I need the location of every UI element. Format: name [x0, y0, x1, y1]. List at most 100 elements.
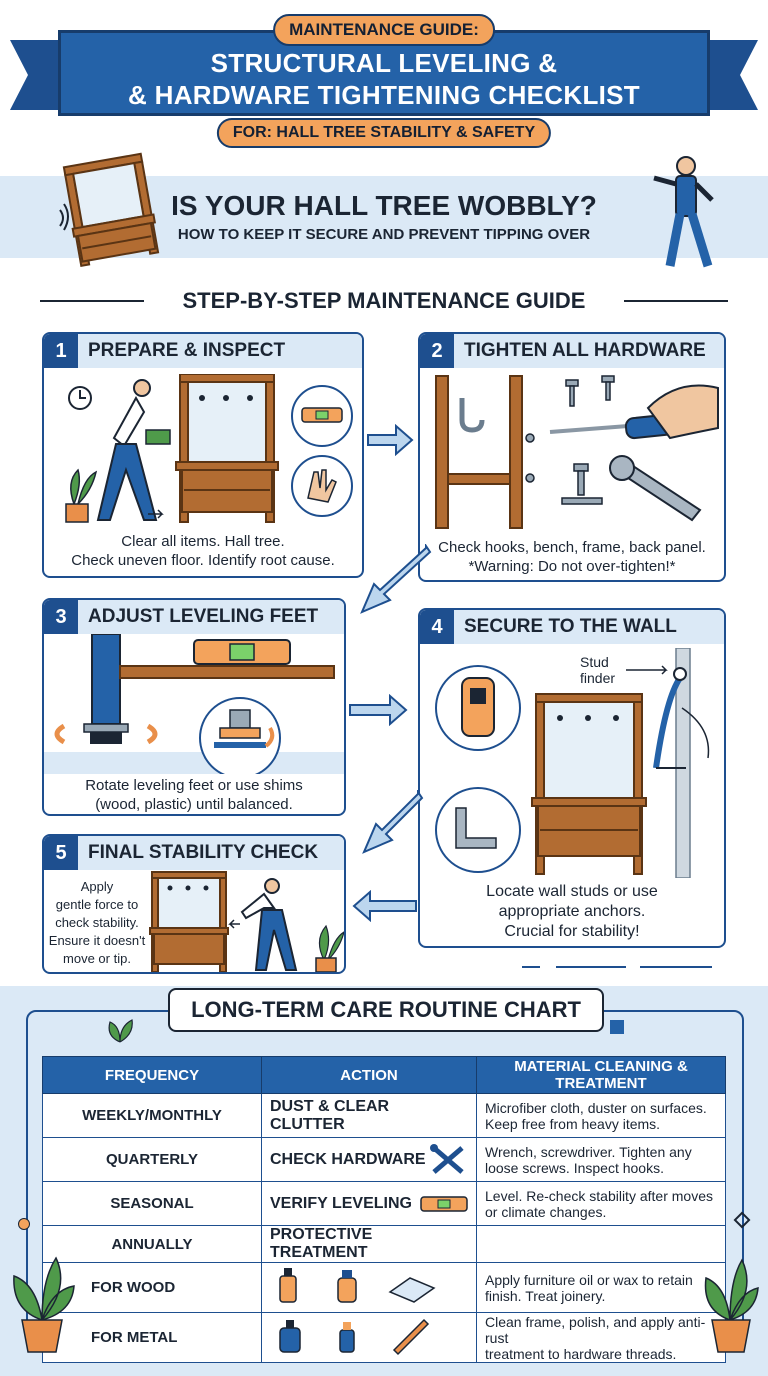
stability-check-illustration — [149, 871, 344, 972]
step-2-caption-line-1: Check hooks, bench, frame, back panel. — [438, 539, 706, 556]
wobbly-hall-tree-icon — [59, 152, 160, 267]
anchor-strap-icon — [653, 676, 683, 769]
title-line-1: STRUCTURAL LEVELING & — [210, 48, 558, 78]
row-4-action: PROTECTIVE TREATMENT — [261, 1225, 477, 1263]
step-3-caption-line-2: (wood, plastic) until balanced. — [95, 796, 293, 813]
row-1-treatment-line-1: Microfiber cloth, duster on surfaces. — [485, 1099, 707, 1116]
divider-left — [40, 300, 144, 302]
decor-dot — [18, 1218, 30, 1230]
row-3-treatment-line-1: Level. Re-check stability after moves — [485, 1187, 713, 1204]
row-1-frequency: WEEKLY/MONTHLY — [42, 1093, 262, 1138]
stud-finder-icon — [461, 677, 495, 737]
step-5-caption-line-3: check stability. — [55, 915, 139, 930]
step-5-title: FINAL STABILITY CHECK — [88, 842, 319, 863]
row-2-treatment-line-2: loose screws. Inspect hooks. — [485, 1159, 664, 1176]
row-5-icons — [261, 1262, 477, 1313]
flow-arrow-left — [352, 890, 417, 922]
row-5-treatment: Apply furniture oil or wax to retain fin… — [476, 1262, 726, 1313]
level-icon — [420, 1196, 468, 1212]
step-5-caption-line-5: move or tip. — [63, 951, 131, 966]
care-chart-title: LONG-TERM CARE ROUTINE CHART — [168, 988, 604, 1032]
step-3-header — [44, 600, 344, 634]
hook-icon — [459, 398, 485, 433]
step-4-caption-line-2: appropriate anchors. — [498, 903, 646, 920]
wall-anchor-illustration — [435, 648, 710, 878]
row-2-frequency: QUARTERLY — [42, 1137, 262, 1182]
flow-arrow-right-2 — [349, 694, 408, 726]
row-5-treatment-line-2: finish. Treat joinery. — [485, 1287, 606, 1304]
step-4-header — [420, 610, 724, 644]
prepare-inspect-illustration — [65, 374, 353, 523]
step-card-4: 4 SECURE TO THE WALL Stud finder Locate … — [418, 608, 726, 948]
step-1-title: PREPARE & INSPECT — [88, 340, 286, 361]
banner-subhead: HOW TO KEEP IT SECURE AND PREVENT TIPPIN… — [177, 226, 591, 243]
step-2-title: TIGHTEN ALL HARDWARE — [464, 340, 706, 361]
metal-care-products-icon — [279, 1318, 430, 1356]
stud-finder-label-line-1: Stud — [580, 654, 609, 670]
step-5-caption: Apply gentle force to check stability. E… — [48, 878, 146, 968]
row-4-frequency: ANNUALLY — [42, 1225, 262, 1263]
table-row: WEEKLY/MONTHLY DUST & CLEAR CLUTTER Micr… — [42, 1093, 726, 1138]
row-6-label: FOR METAL — [42, 1312, 262, 1363]
stud-finder-label: Stud finder — [580, 654, 615, 686]
title-ribbon: STRUCTURAL LEVELING & & HARDWARE TIGHTEN… — [58, 30, 710, 116]
screwdriver-icon — [549, 424, 629, 434]
step-5-number: 5 — [44, 836, 78, 870]
table-header-row: FREQUENCY ACTION MATERIAL CLEANING & TRE… — [42, 1056, 726, 1094]
row-1-action: DUST & CLEAR CLUTTER — [261, 1093, 477, 1138]
step-1-header — [44, 334, 362, 368]
table-row: SEASONAL VERIFY LEVELING Level. Re-check… — [42, 1181, 726, 1226]
step-4-number: 4 — [420, 610, 454, 644]
decor-dash-2 — [556, 966, 626, 968]
step-5-header — [44, 836, 344, 870]
row-3-treatment-line-2: or climate changes. — [485, 1203, 607, 1220]
guide-section-title: STEP-BY-STEP MAINTENANCE GUIDE — [182, 288, 586, 313]
care-routine-table: FREQUENCY ACTION MATERIAL CLEANING & TRE… — [42, 1056, 726, 1363]
step-4-title: SECURE TO THE WALL — [464, 616, 677, 637]
row-6-treatment: Clean frame, polish, and apply anti-rust… — [476, 1312, 726, 1363]
row-6-treatment-line-2: treatment to hardware threads. — [485, 1345, 677, 1362]
wood-care-products-icon — [279, 1268, 436, 1303]
title-line-2: & HARDWARE TIGHTENING CHECKLIST — [128, 80, 640, 110]
row-2-treatment: Wrench, screwdriver. Tighten any loose s… — [476, 1137, 726, 1182]
step-card-5: 5 FINAL STABILITY CHECK Apply gentle for… — [42, 834, 346, 974]
stud-finder-label-line-2: finder — [580, 670, 616, 686]
flow-arrow-diagonal-1 — [360, 544, 432, 614]
step-3-title: ADJUST LEVELING FEET — [88, 606, 319, 627]
step-1-number: 1 — [44, 334, 78, 368]
hardware-tightening-illustration — [435, 375, 719, 529]
banner-headline: IS YOUR HALL TREE WOBBLY? — [171, 190, 597, 221]
step-3-number: 3 — [44, 600, 78, 634]
decor-dash-1 — [522, 966, 540, 968]
flow-arrow-diagonal-2 — [362, 790, 424, 854]
worker-figure-icon — [653, 156, 714, 268]
row-2-treatment-line-1: Wrench, screwdriver. Tighten any — [485, 1143, 692, 1160]
row-1-treatment: Microfiber cloth, duster on surfaces. Ke… — [476, 1093, 726, 1138]
plant-right-icon — [704, 1258, 759, 1353]
row-3-action: VERIFY LEVELING — [270, 1194, 412, 1212]
step-1-caption-line-1: Clear all items. Hall tree. — [121, 533, 285, 550]
table-row: FOR WOOD Apply furniture oil or wax to r… — [42, 1262, 726, 1313]
step-5-caption-line-4: Ensure it doesn't — [48, 933, 146, 948]
step-card-2: 2 TIGHTEN ALL HARDWARE Check hooks, benc… — [418, 332, 726, 582]
hand-icon — [307, 469, 337, 503]
table-row: QUARTERLY CHECK HARDWARE Wrench, screwdr… — [42, 1137, 726, 1182]
step-5-caption-line-2: gentle force to — [55, 897, 139, 912]
row-5-label: FOR WOOD — [42, 1262, 262, 1313]
l-bracket-icon — [455, 807, 497, 849]
plant-left-icon — [13, 1256, 75, 1353]
step-5-caption-line-1: Apply — [80, 879, 114, 894]
kicker-pill: MAINTENANCE GUIDE: — [273, 14, 495, 46]
row-3-action-cell: VERIFY LEVELING — [261, 1181, 477, 1226]
column-header-frequency: FREQUENCY — [42, 1056, 262, 1094]
row-2-action-cell: CHECK HARDWARE — [261, 1137, 477, 1182]
flow-arrow-right-1 — [367, 424, 414, 456]
column-header-action: ACTION — [261, 1056, 477, 1094]
row-3-frequency: SEASONAL — [42, 1181, 262, 1226]
row-5-treatment-line-1: Apply furniture oil or wax to retain — [485, 1271, 693, 1288]
step-card-1: 1 PREPARE & INSPECT Clear all items. Hal… — [42, 332, 364, 578]
wrench-screwdriver-icon — [430, 1144, 464, 1174]
decor-dash-3 — [640, 966, 712, 968]
divider-right — [624, 300, 728, 302]
step-4-caption-line-1: Locate wall studs or use — [486, 883, 658, 900]
